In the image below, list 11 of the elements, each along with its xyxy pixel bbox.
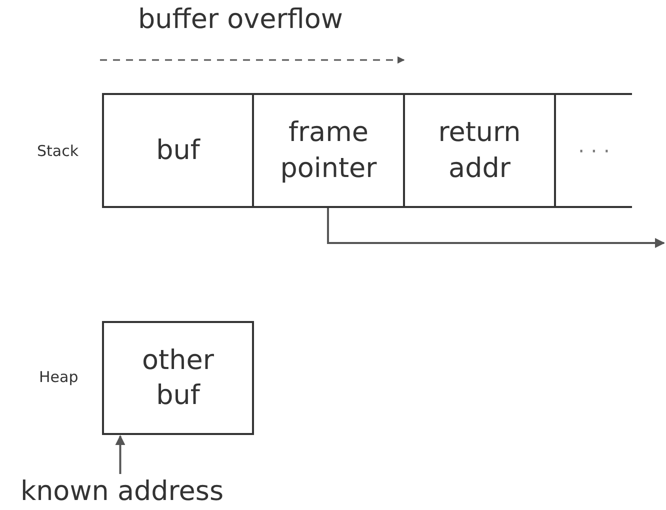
arrow: [327, 208, 665, 248]
arrow: [115, 435, 126, 474]
stack-cell: return addr: [405, 93, 556, 208]
region-label: Heap: [39, 368, 78, 386]
stack-cell: · · ·: [556, 93, 632, 208]
heading-label: buffer overflow: [138, 4, 343, 35]
stack-cell: buf: [102, 93, 254, 208]
region-label: Stack: [37, 142, 79, 160]
heap-cell: other buf: [102, 321, 254, 435]
stack-cell: frame pointer: [254, 93, 405, 208]
address-label: known address: [2, 474, 242, 510]
